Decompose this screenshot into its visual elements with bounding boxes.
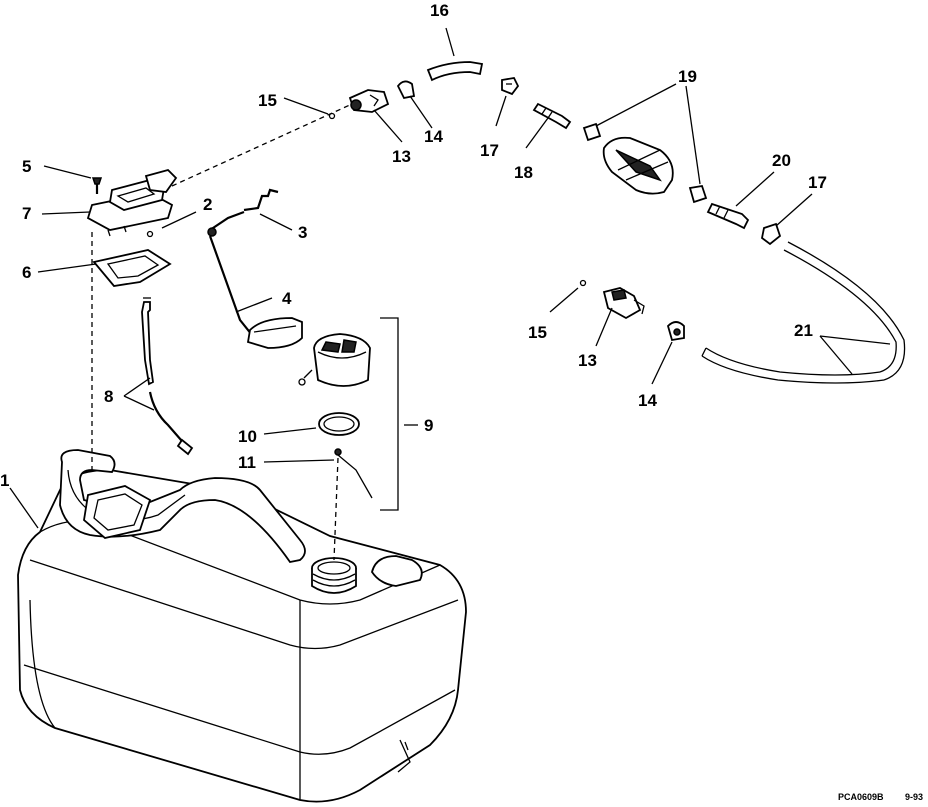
callout-14-top: 14 bbox=[424, 127, 443, 146]
figure-code: PCA0609B bbox=[838, 792, 884, 802]
callout-21: 21 bbox=[794, 321, 813, 340]
fitting-18 bbox=[532, 102, 572, 130]
hose-short bbox=[426, 61, 484, 82]
callout-7: 7 bbox=[22, 204, 31, 223]
clamp-right bbox=[761, 222, 782, 246]
callout-10: 10 bbox=[238, 427, 257, 446]
fitting-20 bbox=[706, 202, 750, 230]
callout-17-top: 17 bbox=[480, 141, 499, 160]
callout-2: 2 bbox=[203, 195, 212, 214]
callout-19: 19 bbox=[678, 67, 697, 86]
callout-4: 4 bbox=[282, 289, 292, 308]
o-ring-small bbox=[146, 230, 154, 238]
inlet-fitting bbox=[579, 279, 685, 342]
callout-15-top: 15 bbox=[258, 91, 277, 110]
callout-numbers: 1 2 3 4 5 6 7 8 9 10 11 13 13 14 14 15 1… bbox=[0, 1, 827, 490]
clamp-top bbox=[501, 77, 520, 96]
pickup-tube bbox=[141, 297, 194, 456]
leader-lines bbox=[9, 27, 891, 529]
callout-6: 6 bbox=[22, 263, 31, 282]
assembly-lines bbox=[91, 103, 353, 561]
filler-cap bbox=[298, 333, 373, 499]
figure-date: 9-93 bbox=[905, 792, 923, 802]
callout-16: 16 bbox=[430, 1, 449, 20]
callout-3: 3 bbox=[298, 223, 307, 242]
callout-20: 20 bbox=[772, 151, 791, 170]
primer-bulb bbox=[582, 122, 708, 204]
callout-14-bottom: 14 bbox=[638, 391, 657, 410]
callout-11: 11 bbox=[238, 453, 256, 472]
callout-9: 9 bbox=[424, 416, 433, 435]
gasket bbox=[92, 249, 172, 287]
callout-13-bottom: 13 bbox=[578, 351, 597, 370]
callout-17-right: 17 bbox=[808, 173, 827, 192]
callout-8: 8 bbox=[104, 387, 113, 406]
screw bbox=[91, 177, 103, 194]
outlet-fitting bbox=[328, 80, 416, 120]
callout-13-top: 13 bbox=[392, 147, 411, 166]
float-arm bbox=[207, 188, 303, 349]
callout-18: 18 bbox=[514, 163, 533, 182]
hose-long bbox=[701, 241, 906, 384]
callout-5: 5 bbox=[22, 157, 31, 176]
callout-15-bottom: 15 bbox=[528, 323, 547, 342]
callout-1: 1 bbox=[0, 471, 9, 490]
fuel-gauge-assembly bbox=[86, 168, 178, 237]
fuel-tank bbox=[17, 449, 467, 803]
